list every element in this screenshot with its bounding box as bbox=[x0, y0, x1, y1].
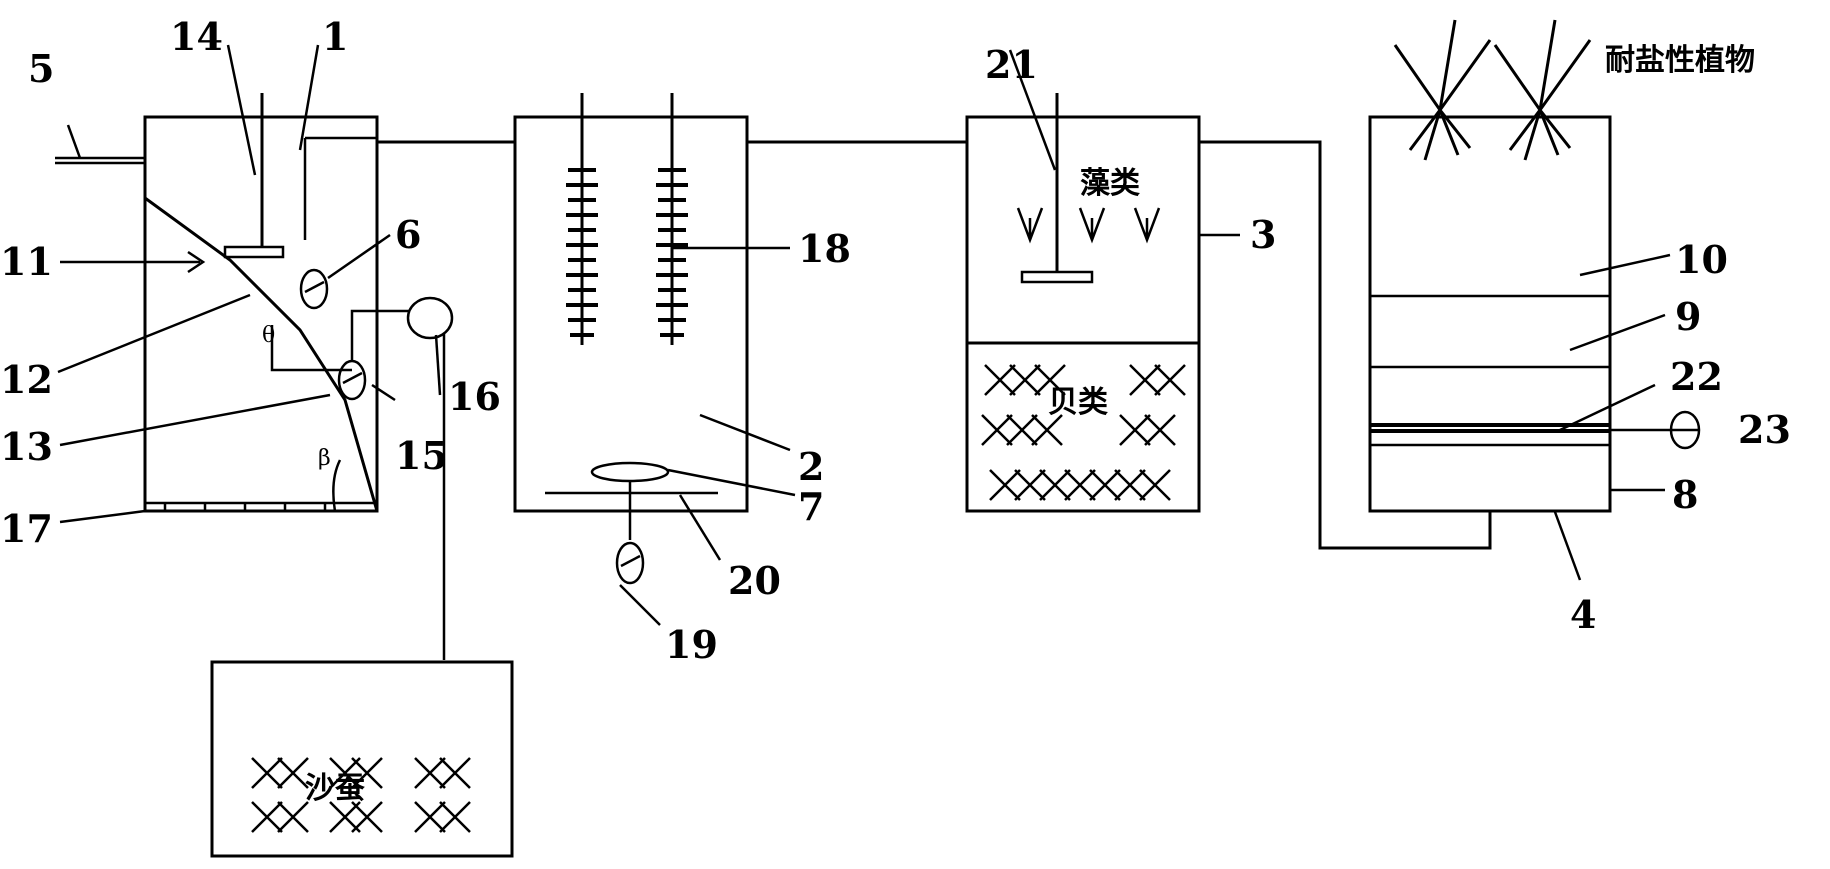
label-6: 6 bbox=[395, 212, 421, 257]
beta-angle-mark bbox=[332, 459, 342, 512]
leader-lines bbox=[57, 44, 1671, 626]
label-3: 3 bbox=[1250, 212, 1276, 257]
sandworm-markers bbox=[251, 757, 471, 833]
pump-6 bbox=[299, 268, 329, 310]
label-22: 22 bbox=[1670, 354, 1723, 399]
theta-label: θ bbox=[262, 323, 275, 348]
label-20: 20 bbox=[728, 558, 781, 603]
label-7: 7 bbox=[798, 484, 824, 529]
salt-tolerant-plants bbox=[1393, 19, 1592, 161]
label-21: 21 bbox=[985, 42, 1038, 87]
inlet-pipe bbox=[55, 156, 145, 165]
shellfish-markers bbox=[981, 364, 1186, 501]
label-8: 8 bbox=[1672, 472, 1698, 517]
pump-16-group bbox=[406, 296, 454, 660]
label-4: 4 bbox=[1570, 592, 1596, 637]
aerator-disc bbox=[590, 461, 670, 483]
algae-symbols bbox=[1016, 207, 1161, 244]
bio-filler-strings bbox=[566, 168, 688, 337]
shellfish-label: 贝类 bbox=[1048, 385, 1108, 420]
label-1: 1 bbox=[322, 14, 348, 59]
label-2: 2 bbox=[798, 444, 824, 489]
label-13: 13 bbox=[0, 424, 53, 469]
theta-angle-mark bbox=[270, 325, 352, 372]
tank-4-wetland bbox=[1368, 19, 1701, 513]
salt-plants-label: 耐盐性植物 bbox=[1605, 43, 1755, 78]
valve-23 bbox=[1669, 410, 1701, 450]
label-17: 17 bbox=[0, 506, 53, 551]
sandworm-label: 沙蚕 bbox=[305, 771, 365, 806]
label-14: 14 bbox=[170, 14, 223, 59]
tank-2-biofilm bbox=[513, 93, 749, 585]
algae-label: 藻类 bbox=[1080, 166, 1140, 201]
label-16: 16 bbox=[448, 374, 501, 419]
label-18: 18 bbox=[798, 226, 851, 271]
beta-label: β bbox=[318, 446, 331, 471]
label-11: 11 bbox=[0, 239, 53, 284]
pump-19 bbox=[615, 541, 645, 585]
pump-16 bbox=[406, 296, 454, 340]
label-10: 10 bbox=[1675, 237, 1728, 282]
tank-1-sedimentation bbox=[55, 93, 410, 513]
inclined-plate bbox=[144, 196, 379, 512]
tank-3-algae-shellfish bbox=[965, 93, 1201, 513]
sandworm-tank bbox=[210, 660, 514, 858]
stirrer-paddle bbox=[223, 245, 285, 259]
stirrer-21 bbox=[1020, 270, 1094, 284]
label-5: 5 bbox=[28, 46, 54, 91]
pump-15 bbox=[337, 359, 367, 401]
label-12: 12 bbox=[0, 357, 53, 402]
label-23: 23 bbox=[1738, 407, 1791, 452]
pipe-3-4 bbox=[1199, 140, 1492, 550]
baffle bbox=[303, 136, 377, 240]
label-19: 19 bbox=[665, 622, 718, 667]
label-9: 9 bbox=[1675, 294, 1701, 339]
label-15: 15 bbox=[395, 433, 448, 478]
